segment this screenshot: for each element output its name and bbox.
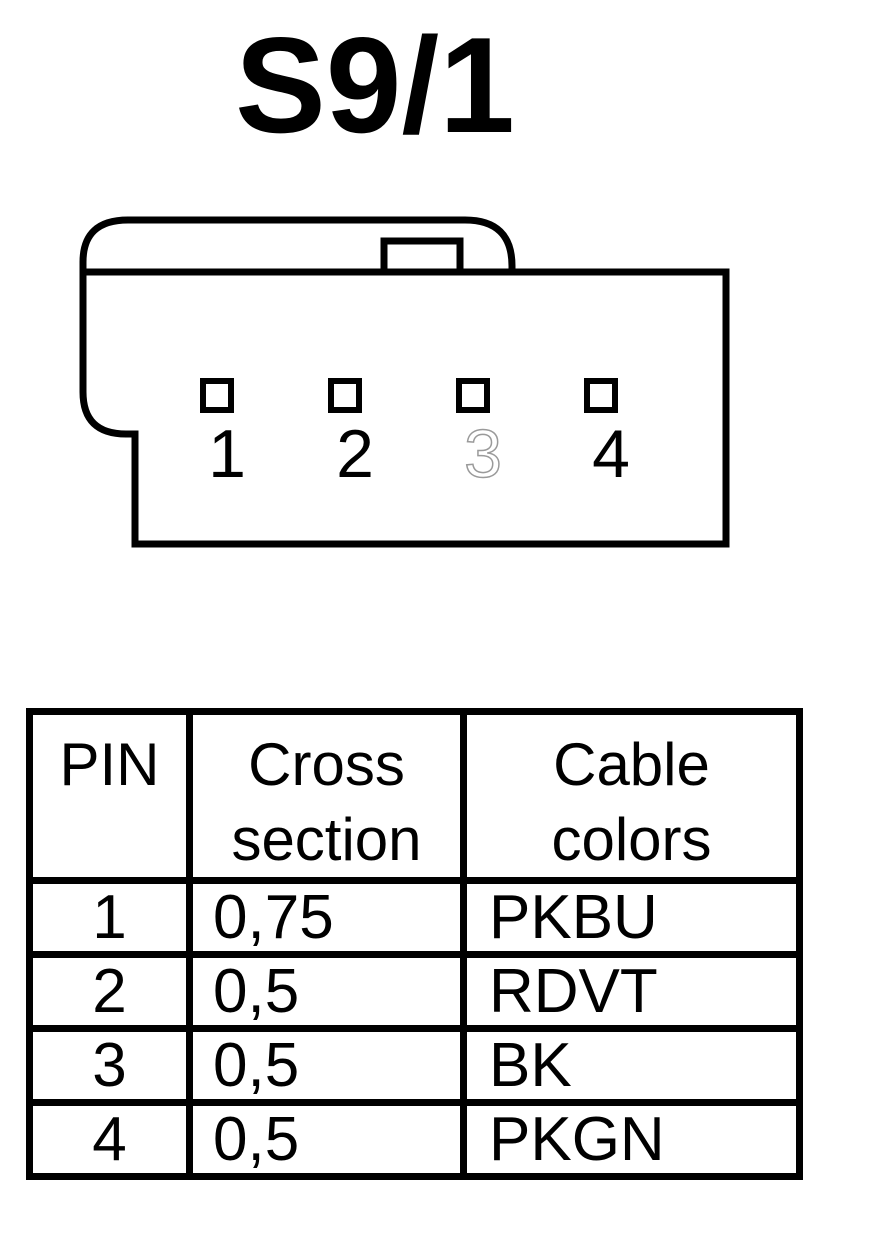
connector-title: S9/1 bbox=[235, 9, 515, 161]
cross-section-cell: 0,75 bbox=[186, 877, 467, 958]
cable-color-cell: RDVT bbox=[460, 951, 803, 1032]
cross-section-cell: 0,5 bbox=[186, 951, 467, 1032]
pin-number-cell: 3 bbox=[26, 1025, 193, 1106]
pin-3-contact bbox=[456, 378, 490, 413]
pin-number-cell: 2 bbox=[26, 951, 193, 1032]
table-header-row: PIN Cross section Cable colors bbox=[26, 708, 803, 884]
cable-color-cell: PKGN bbox=[460, 1099, 803, 1180]
header-cross-section: Cross section bbox=[186, 708, 467, 884]
pin-3-label: 3 bbox=[464, 416, 502, 492]
pin-1-label: 1 bbox=[208, 416, 246, 492]
pin-4-label: 4 bbox=[592, 416, 630, 492]
connector-housing bbox=[79, 216, 730, 548]
pin-table: PIN Cross section Cable colors 1 0,75 PK… bbox=[26, 708, 803, 1180]
table-row: 2 0,5 RDVT bbox=[26, 951, 803, 1032]
pin-group: 1 2 3 4 bbox=[200, 378, 630, 493]
cross-section-cell: 0,5 bbox=[186, 1099, 467, 1180]
pin-number-cell: 1 bbox=[26, 877, 193, 958]
table-row: 3 0,5 BK bbox=[26, 1025, 803, 1106]
table-row: 4 0,5 PKGN bbox=[26, 1099, 803, 1180]
header-cable-colors: Cable colors bbox=[460, 708, 803, 884]
pin-4-contact bbox=[584, 378, 618, 413]
table-row: 1 0,75 PKBU bbox=[26, 877, 803, 958]
connector-hood bbox=[79, 216, 516, 272]
pin-number-cell: 4 bbox=[26, 1099, 193, 1180]
connector-latch bbox=[380, 237, 464, 272]
connector-body bbox=[79, 268, 730, 548]
cross-section-cell: 0,5 bbox=[186, 1025, 467, 1106]
cable-color-cell: BK bbox=[460, 1025, 803, 1106]
header-pin: PIN bbox=[26, 708, 193, 884]
pin-2-contact bbox=[328, 378, 362, 413]
pin-2-label: 2 bbox=[336, 416, 374, 492]
connector-diagram: S9/1 1 2 3 4 bbox=[79, 9, 730, 548]
cable-color-cell: PKBU bbox=[460, 877, 803, 958]
pin-1-contact bbox=[200, 378, 234, 413]
